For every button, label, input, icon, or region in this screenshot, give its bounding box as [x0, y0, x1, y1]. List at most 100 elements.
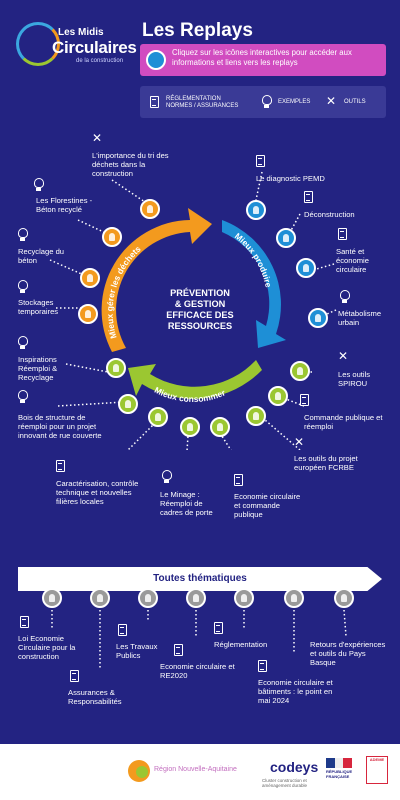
produce-arc [222, 220, 286, 348]
cycle-diagram: Mieux gérer les déchets Mieux produire M… [49, 171, 337, 450]
thematic-label: Economie circulaire et bâtiments : le po… [258, 678, 333, 705]
footer: Région Nouvelle-Aquitaine codeys Cluster… [0, 744, 400, 800]
thematic-node-assurances[interactable] [90, 588, 110, 608]
thematic-label: Retours d'expériences et outils du Pays … [310, 640, 386, 667]
node-commande-publique[interactable] [210, 417, 230, 437]
thematic-node-loi[interactable] [42, 588, 62, 608]
tools-icon: ✕ [326, 94, 337, 108]
thematic-label: Réglementation [214, 640, 268, 649]
document-icon [56, 460, 65, 472]
node-fcrbe[interactable] [246, 406, 266, 426]
document-icon [214, 622, 223, 634]
thematic-node-batiments[interactable] [284, 588, 304, 608]
region-logo-icon [128, 760, 150, 782]
lightbulb-icon [18, 228, 28, 241]
document-icon [234, 474, 243, 486]
node-metabolisme[interactable] [308, 308, 328, 328]
topic-label: Caractérisation, contrôle technique et n… [56, 479, 139, 506]
codeys-tagline: Cluster construction et aménagement dura… [262, 778, 308, 788]
document-icon [256, 155, 265, 167]
instruction-banner: Cliquez sur les icônes interactives pour… [140, 44, 386, 76]
topic-label: Les Florestines - Béton recyclé [36, 196, 93, 214]
topic-label: Bois de structure de réemploi pour un pr… [18, 413, 102, 440]
region-name: Région Nouvelle-Aquitaine [154, 766, 237, 773]
thematic-label: Assurances & Responsabilités [68, 688, 122, 706]
logo-line1: Les Midis [58, 27, 104, 38]
node-bois-structure[interactable] [118, 394, 138, 414]
topic-label: Stockages temporaires [18, 298, 59, 316]
tools-icon: ✕ [92, 131, 103, 145]
topic-label: Recyclage du béton [18, 247, 65, 265]
topic-label: Commande publique et réemploi [304, 413, 383, 431]
node-sante[interactable] [296, 258, 316, 278]
replays-infographic: Les Midis Circulaires de la construction… [0, 0, 400, 744]
node-pemd[interactable] [246, 200, 266, 220]
node-deconstruction[interactable] [276, 228, 296, 248]
document-icon [118, 624, 127, 636]
page-title: Les Replays [142, 20, 253, 41]
topic-label: Le Minage : Réemploi de cadres de porte [160, 490, 213, 517]
topic-label: Inspirations Réemploi & Recyclage [18, 355, 58, 382]
document-icon [338, 228, 347, 240]
node-commande-reemploi[interactable] [268, 386, 288, 406]
document-icon [300, 394, 309, 406]
legend: RÉGLEMENTATION NORMES / ASSURANCES EXEMP… [140, 86, 386, 118]
lightbulb-icon [34, 178, 44, 191]
topic-label: Santé et économie circulaire [336, 247, 369, 274]
lightbulb-icon [340, 290, 350, 303]
lightbulb-icon [18, 390, 28, 403]
node-tri-dechets[interactable] [140, 199, 160, 219]
node-florestines[interactable] [102, 227, 122, 247]
thematic-title: Toutes thématiques [153, 573, 247, 584]
node-spirou[interactable] [290, 361, 310, 381]
interactive-hand-icon [146, 50, 166, 70]
logo-line2: Circulaires [52, 38, 137, 57]
thematic-node-re2020[interactable] [186, 588, 206, 608]
node-minage[interactable] [180, 417, 200, 437]
topic-label: Métabolisme urbain [338, 309, 382, 327]
logo-ring-icon [16, 22, 60, 66]
thematic-label: Les Travaux Publics [116, 642, 158, 660]
codeys-logo: codeys [270, 759, 319, 775]
lightbulb-icon [18, 280, 28, 293]
legend-tools: OUTILS [344, 99, 366, 105]
consume-arc [128, 360, 262, 399]
node-recyclage-beton[interactable] [80, 268, 100, 288]
topic-label: Les outils du projet européen FCRBE [294, 454, 358, 472]
topic-label: Les outils SPIROU [338, 370, 371, 388]
topic-label: Déconstruction [304, 210, 355, 219]
republique-text: RÉPUBLIQUE FRANÇAISE [326, 769, 353, 779]
document-icon [70, 670, 79, 682]
logo-line3: de la construction [76, 58, 124, 64]
topic-label: L'importance du tri des déchets dans la … [92, 151, 169, 178]
node-stockages[interactable] [78, 304, 98, 324]
node-caracterisation[interactable] [148, 407, 168, 427]
legend-regulation: RÉGLEMENTATION NORMES / ASSURANCES [166, 96, 239, 109]
lightbulb-icon [18, 336, 28, 349]
tools-icon: ✕ [294, 435, 305, 449]
thematic-banner: Toutes thématiques [18, 567, 382, 591]
document-icon [20, 616, 29, 628]
legend-examples: EXEMPLES [278, 99, 311, 105]
republique-flag-icon [326, 758, 352, 780]
ademe-logo: ADEME [366, 756, 388, 784]
lightbulb-icon [162, 470, 172, 483]
thematic-label: Economie circulaire et RE2020 [160, 662, 235, 680]
thematic-connectors [51, 609, 347, 670]
thematic-node-tp[interactable] [138, 588, 158, 608]
thematic-label: Loi Economie Circulaire pour la construc… [18, 634, 76, 661]
waste-arc [101, 208, 212, 352]
node-inspirations[interactable] [106, 358, 126, 378]
thematic-node-reglementation[interactable] [234, 588, 254, 608]
tools-icon: ✕ [338, 349, 349, 363]
document-icon [304, 191, 313, 203]
document-icon [174, 644, 183, 656]
thematic-node-pays-basque[interactable] [334, 588, 354, 608]
document-icon [258, 660, 267, 672]
cycle-center-text: PRÉVENTION & GESTION EFFICACE DES RESSOU… [166, 288, 234, 331]
instruction-text: Cliquez sur les icônes interactives pour… [172, 48, 352, 67]
topic-label: Economie circulaire et commande publique [234, 492, 301, 519]
topic-label: Le diagnostic PEMD [256, 174, 325, 183]
document-icon [150, 96, 159, 108]
ademe-text: ADEME [369, 757, 385, 762]
